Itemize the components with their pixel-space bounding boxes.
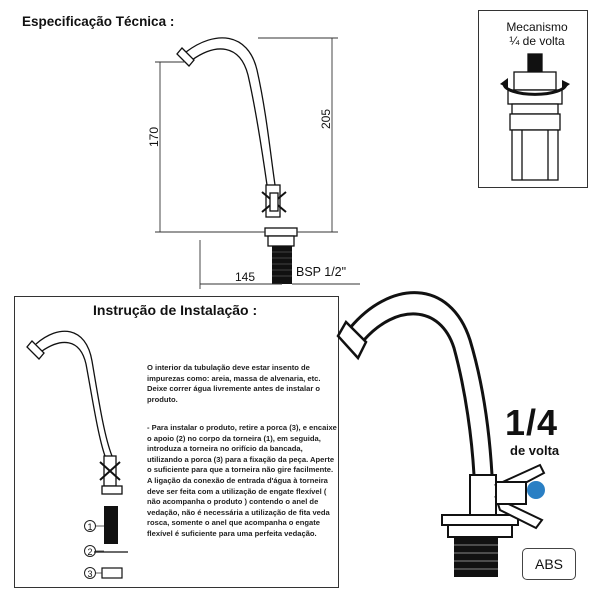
part-number-2: 2 <box>84 545 96 557</box>
installation-title: Instrução de Instalação : <box>93 302 258 318</box>
installation-paragraph-1: O interior da tubulação deve estar insen… <box>147 363 321 404</box>
installation-paragraph-2: - Para instalar o produto, retire a porc… <box>147 423 337 538</box>
mechanism-label-line1: Mecanismo <box>506 20 568 34</box>
installation-drawing <box>26 330 128 579</box>
turn-label: de volta <box>510 443 560 458</box>
cartridge-drawing <box>500 53 570 181</box>
spec-title: Especificação Técnica : <box>22 14 175 29</box>
thread-label: BSP 1/2" <box>296 265 347 279</box>
part-number-1: 1 <box>84 520 96 532</box>
installation-box <box>14 296 339 588</box>
dimension-145: 145 <box>235 270 256 284</box>
mechanism-box <box>478 10 588 188</box>
quarter-turn-label: 1/4 <box>505 402 559 443</box>
dimension-170: 170 <box>147 126 162 148</box>
faucet-illustration <box>336 291 546 577</box>
mechanism-label: Mecanismo ¼ de volta <box>492 20 582 48</box>
material-badge: ABS <box>522 548 576 580</box>
mechanism-label-line2: ¼ de volta <box>509 34 565 48</box>
part-number-3: 3 <box>84 567 96 579</box>
dimension-205: 205 <box>319 108 334 130</box>
